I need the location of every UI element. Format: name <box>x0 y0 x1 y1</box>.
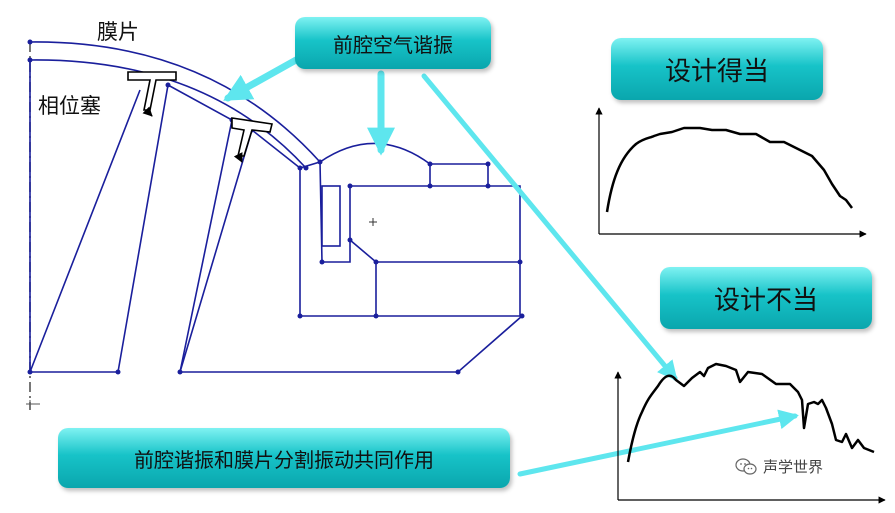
center-mark <box>369 218 377 226</box>
good-response-curve <box>605 126 853 213</box>
watermark-text: 声学世界 <box>763 458 824 476</box>
base-outline <box>30 315 525 373</box>
cyan-arrows <box>223 56 799 477</box>
voice-coil-gap <box>321 185 341 247</box>
wechat-icon <box>735 457 757 475</box>
good-design-graph <box>595 107 867 238</box>
arrow-to-diaphragm <box>223 56 300 102</box>
vertex-dots <box>27 39 525 375</box>
good-design-box: 设计得当 <box>611 38 823 100</box>
phase-plug-wedge-3 <box>179 128 301 373</box>
axis-marker <box>26 400 40 410</box>
body-inner <box>349 239 520 316</box>
phase-plug-wedge-2 <box>117 83 233 373</box>
channel-arrows <box>127 71 273 163</box>
cross-section-drawing <box>26 39 525 410</box>
diaphragm-label: 膜片 <box>97 20 139 44</box>
watermark: 声学世界 <box>735 456 823 477</box>
front-cavity-resonance-box: 前腔空气谐振 <box>295 17 491 69</box>
phase-plug-label: 相位塞 <box>38 94 101 118</box>
arrow-to-bad-notch <box>517 409 799 477</box>
diaphragm-outer-arc <box>29 41 321 163</box>
bad-design-box: 设计不当 <box>660 267 872 329</box>
diaphragm-inner-arc <box>29 59 307 169</box>
arrow-to-bad-curve <box>421 73 678 382</box>
combined-effect-box: 前腔谐振和膜片分割振动共同作用 <box>58 428 510 488</box>
front-cavity-dome <box>319 142 431 165</box>
phase-plug-wedge-1 <box>29 60 141 373</box>
bad-design-graph <box>614 362 886 504</box>
bad-response-curve <box>626 362 875 463</box>
